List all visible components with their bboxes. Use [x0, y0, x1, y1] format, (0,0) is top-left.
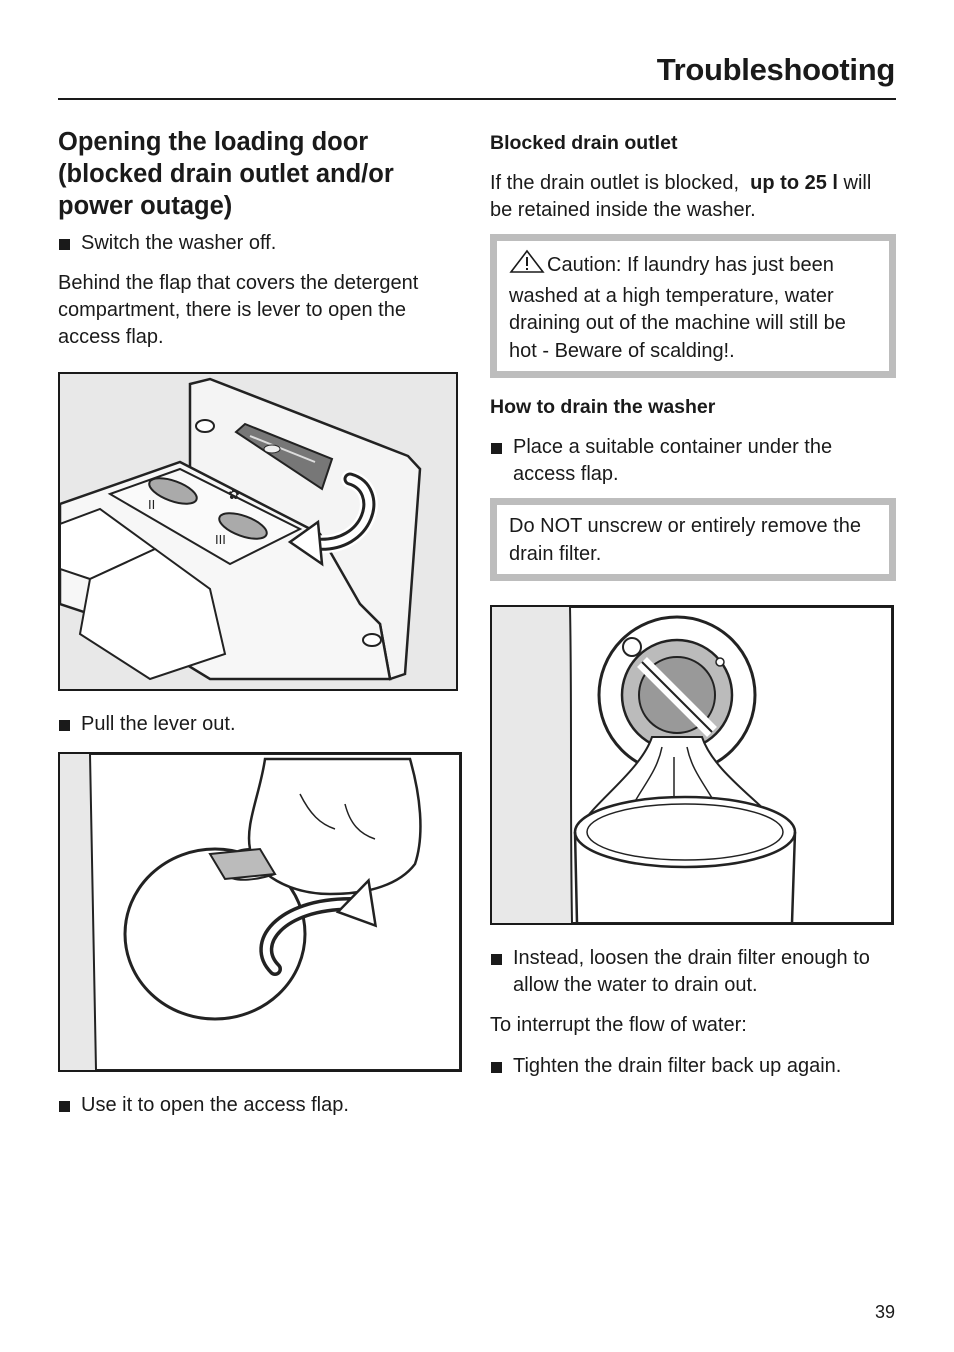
section-title: Opening the loading door (blocked drain …	[58, 128, 394, 220]
bullet-square-icon	[491, 954, 502, 965]
bullet-text: Switch the washer off.	[81, 232, 277, 254]
blocked-drain-paragraph: If the drain outlet is blocked, up to 25…	[490, 170, 896, 224]
svg-text:III: III	[215, 532, 226, 547]
bullet-pull-lever: Pull the lever out.	[58, 711, 462, 738]
svg-text:✿: ✿	[228, 486, 240, 502]
lever-location-paragraph: Behind the flap that covers the detergen…	[58, 272, 419, 348]
bullet-loosen-filter: Instead, loosen the drain filter enough …	[490, 945, 896, 999]
page-header-title: Troubleshooting	[656, 52, 896, 87]
bullet-square-icon	[491, 443, 502, 454]
bullet-switch-off: Switch the washer off.	[58, 230, 462, 257]
bullet-text: Place a suitable container under the acc…	[513, 436, 833, 485]
bullet-tighten-filter: Tighten the drain filter back up again.	[490, 1053, 896, 1080]
warning-triangle-icon	[509, 249, 545, 283]
figure-detergent-drawer-lever: II III ✿	[58, 372, 458, 691]
figure-drain-filter	[490, 605, 894, 925]
bullet-square-icon	[59, 1101, 70, 1112]
paragraph-text: will be retained inside the washer.	[490, 172, 872, 221]
bullet-text: Pull the lever out.	[81, 713, 236, 735]
water-amount: up to 25 l	[750, 172, 838, 194]
bullet-open-flap: Use it to open the access flap.	[58, 1092, 462, 1119]
bullet-text: Tighten the drain filter back up again.	[513, 1055, 842, 1077]
subhead-blocked-drain: Blocked drain outlet	[490, 132, 678, 154]
svg-text:II: II	[148, 497, 155, 512]
figure-hand-lever	[58, 752, 462, 1072]
header-rule	[58, 98, 896, 100]
page-number: 39	[874, 1302, 895, 1322]
bullet-text: Instead, loosen the drain filter enough …	[513, 947, 870, 996]
subhead-how-to-drain: How to drain the washer	[490, 396, 716, 418]
curved-arrow-icon	[259, 877, 378, 976]
right-column: Blocked drain outlet If the drain outlet…	[490, 130, 896, 1080]
bullet-square-icon	[59, 239, 70, 250]
bullet-square-icon	[59, 720, 70, 731]
caution-box: Caution: If laundry has just been washed…	[490, 234, 896, 378]
bullet-place-container: Place a suitable container under the acc…	[490, 434, 896, 488]
notice-box: Do NOT unscrew or entirely remove the dr…	[490, 498, 896, 581]
caution-text: Caution: If laundry has just been washed…	[509, 254, 846, 362]
curved-arrow-icon	[287, 470, 378, 567]
paragraph-text: If the drain outlet is blocked,	[490, 172, 740, 194]
bullet-text: Use it to open the access flap.	[81, 1094, 349, 1116]
interrupt-flow-paragraph: To interrupt the flow of water:	[490, 1014, 747, 1036]
notice-text: Do NOT unscrew or entirely remove the dr…	[509, 515, 861, 565]
bullet-square-icon	[491, 1062, 502, 1073]
left-column: Opening the loading door (blocked drain …	[58, 126, 462, 1119]
